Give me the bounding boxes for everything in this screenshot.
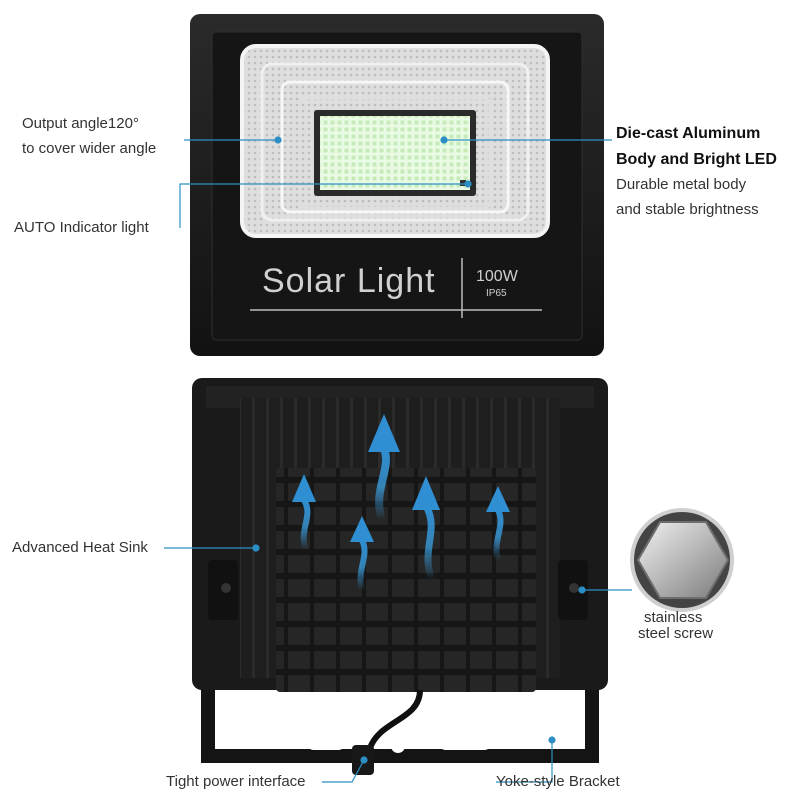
auto-indicator-label: AUTO Indicator light: [14, 219, 149, 236]
power-interface-label: Tight power interface: [166, 773, 306, 790]
output-angle-label: Output angle120°: [22, 115, 139, 132]
airflow-arrows: [292, 414, 510, 591]
callout-lines: [164, 136, 632, 783]
bracket-label: Yoke-style Bracket: [496, 773, 620, 790]
screw-label: stainless: [644, 609, 703, 626]
heat-sink-label: Advanced Heat Sink: [12, 539, 148, 556]
diecast-sub-label: Body and Bright LED: [616, 151, 777, 168]
product-rating: IP65: [486, 288, 507, 299]
screw-sub-label: steel screw: [638, 625, 714, 642]
diecast-label: Die-cast Aluminum: [616, 125, 761, 142]
screw-detail: [630, 508, 734, 612]
back-panel: [192, 378, 608, 775]
front-panel: [190, 14, 604, 356]
durable-sub-label: and stable brightness: [616, 201, 759, 218]
output-angle-sub-label: to cover wider angle: [22, 140, 157, 157]
durable-label: Durable metal body: [616, 176, 747, 193]
product-wattage: 100W: [476, 268, 518, 285]
product-title: Solar Light: [262, 262, 436, 300]
